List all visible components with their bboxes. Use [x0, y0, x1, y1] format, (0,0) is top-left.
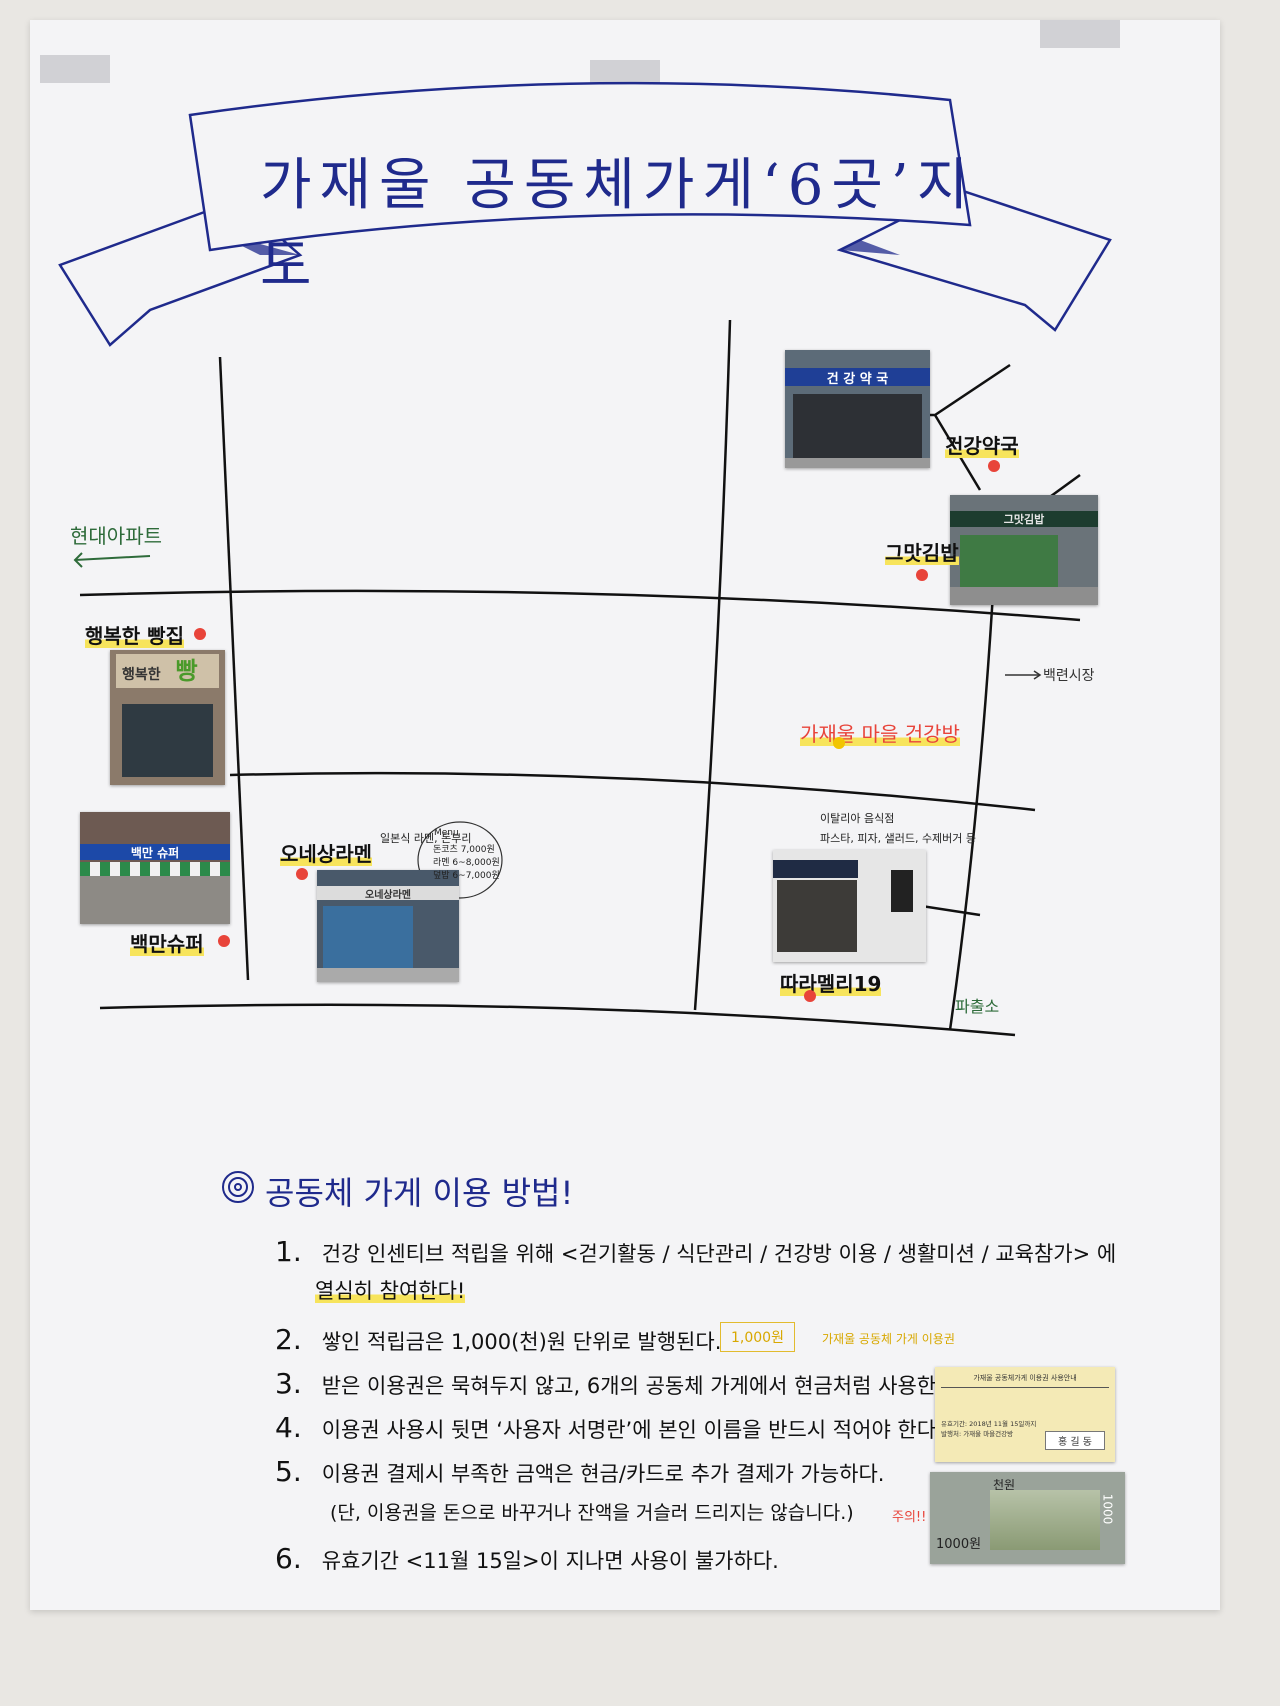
italian-note-2: 파스타, 피자, 샐러드, 수제버거 등: [820, 832, 977, 845]
rule-1: 1. 건강 인센티브 적립을 위해 <걷기활동 / 식단관리 / 건강방 이용 …: [275, 1235, 1116, 1268]
health-room-marker: [833, 737, 845, 749]
ramen-marker: [296, 868, 308, 880]
supermarket-photo: 백만 슈퍼: [80, 812, 230, 924]
coupon-amount-label: 1000원: [936, 1537, 982, 1552]
street-v2: [693, 319, 732, 1011]
coupon-front: 천원 1000원 1000: [930, 1472, 1125, 1564]
rule-1-cont: 열심히 참여한다!: [315, 1279, 466, 1303]
coupon-footer: 유효기간: 2018년 11월 15일까지: [941, 1420, 1037, 1428]
map-drawing: [58, 81, 1112, 1203]
banner-shade-right: [840, 240, 900, 255]
rule-2-aside-box: 1,000원: [720, 1322, 795, 1352]
italian-photo: [773, 850, 926, 962]
bakery-marker: [194, 628, 206, 640]
rule-3-text: 받은 이용권은 묵혀두지 않고, 6개의 공동체 가게에서 현금처럼 사용한다.: [321, 1374, 963, 1398]
pharmacy-label: 건강약국: [945, 434, 1019, 458]
ramen-menu-line3: 덮밥 6~7,000원: [433, 871, 500, 881]
bakery-photo: 행복한 빵: [110, 650, 225, 785]
tape: [40, 55, 110, 83]
gimbap-photo: 그맛김밥: [950, 495, 1098, 605]
street-h2: [229, 771, 1036, 812]
spiral-icon: [222, 1171, 254, 1203]
arrow-right-head: [1033, 670, 1042, 680]
rule-5-mark: 주의!!: [892, 1510, 927, 1525]
supermarket-sign: 백만 슈퍼: [80, 844, 230, 860]
arrow-left-head: [73, 552, 83, 568]
rule-6-text: 유효기간 <11월 15일>이 지나면 사용이 불가하다.: [321, 1549, 779, 1573]
italian-note-1: 이탈리아 음식점: [820, 812, 895, 825]
ramen-note: 일본식 라멘, 돈부리: [380, 832, 472, 845]
banner-body: [188, 81, 972, 252]
page-title: 가재울 공동체가게‘6곳’지도: [260, 153, 977, 299]
health-room-label: 가재울 마을 건강방: [800, 722, 960, 746]
ramen-label: 오네상라멘: [280, 842, 372, 866]
italian-label: 따라멜리19: [780, 972, 882, 996]
rule-5-text: 이용권 결제시 부족한 금액은 현금/카드로 추가 결제가 가능하다.: [321, 1462, 885, 1486]
rule-4-text: 이용권 사용시 뒷면 ‘사용자 서명란’에 본인 이름을 반드시 적어야 한다.: [321, 1418, 943, 1442]
arrow-left-line: [74, 555, 151, 561]
coupon-signature: 홍 길 동: [1045, 1431, 1105, 1450]
pharmacy-marker: [988, 460, 1000, 472]
rule-1-text: 건강 인센티브 적립을 위해 <걷기활동 / 식단관리 / 건강방 이용 / 생…: [321, 1242, 1117, 1266]
tape: [1040, 20, 1120, 48]
rule-3: 3. 받은 이용권은 묵혀두지 않고, 6개의 공동체 가게에서 현금처럼 사용…: [275, 1367, 962, 1400]
direction-right-label: 백련시장: [1043, 668, 1095, 684]
bakery-label: 행복한 빵집: [85, 624, 184, 648]
rule-3-num: 3.: [275, 1367, 302, 1400]
street-v1: [218, 356, 250, 981]
rule-4: 4. 이용권 사용시 뒷면 ‘사용자 서명란’에 본인 이름을 반드시 적어야 …: [275, 1411, 943, 1444]
rule-6: 6. 유효기간 <11월 15일>이 지나면 사용이 불가하다.: [275, 1542, 779, 1575]
street-v3: [948, 559, 997, 1031]
gimbap-marker: [916, 569, 928, 581]
supermarket-marker: [218, 935, 230, 947]
rule-2: 2. 쌓인 적립금은 1,000(천)원 단위로 발행된다.: [275, 1323, 721, 1356]
rule-1-num: 1.: [275, 1235, 302, 1268]
ramen-menu-title: Menu: [434, 828, 459, 838]
rule-2-aside: 가재울 공동체 가게 이용권: [822, 1332, 955, 1346]
coupon-back: 가재울 공동체가게 이용권 사용안내 유효기간: 2018년 11월 15일까지…: [935, 1367, 1115, 1462]
streets: [79, 319, 1081, 1037]
rule-5-num: 5.: [275, 1455, 302, 1488]
direction-left-label: 현대아파트: [70, 524, 162, 548]
rule-4-num: 4.: [275, 1411, 302, 1444]
bakery-sign: 행복한 빵: [116, 654, 219, 688]
coupon-amount: 1000: [1100, 1493, 1115, 1525]
ramen-photo: 오네상라멘: [317, 870, 459, 982]
pharmacy-sign: 건 강 약 국: [785, 368, 930, 387]
pharmacy-photo: 건 강 약 국: [785, 350, 930, 468]
coupon-name: 천원: [993, 1478, 1016, 1492]
menu-bubble: [417, 821, 503, 899]
rule-5-cont: (단, 이용권을 돈으로 바꾸거나 잔액을 거슬러 드리지는 않습니다.): [330, 1502, 854, 1524]
poster: 가재울 공동체가게‘6곳’지도 현대아파트 백련시장 건 강 약 국 건강약국 …: [30, 20, 1220, 1610]
ramen-menu-line2: 라멘 6~8,000원: [433, 858, 500, 868]
gimbap-label: 그맛김밥: [885, 541, 959, 565]
rule-6-num: 6.: [275, 1542, 302, 1575]
rule-5: 5. 이용권 결제시 부족한 금액은 현금/카드로 추가 결제가 가능하다.: [275, 1455, 884, 1488]
howto-title: 공동체 가게 이용 방법!: [265, 1174, 574, 1212]
rule-2-num: 2.: [275, 1323, 302, 1356]
rule-2-text: 쌓인 적립금은 1,000(천)원 단위로 발행된다.: [321, 1330, 722, 1354]
supermarket-label: 백만슈퍼: [130, 932, 204, 956]
gimbap-sign: 그맛김밥: [950, 511, 1098, 527]
street-h1: [79, 589, 1081, 622]
italian-marker: [804, 990, 816, 1002]
ramen-sign: 오네상라멘: [317, 886, 459, 901]
coupon-header: 가재울 공동체가게 이용권 사용안내: [973, 1374, 1077, 1382]
coupon-issuer: 발행처: 가재울 마을건강방: [941, 1430, 1014, 1438]
police-box-label: 파출소: [955, 997, 1000, 1016]
street-h3: [99, 1003, 1016, 1037]
coupon-picture: [990, 1490, 1100, 1550]
ramen-menu-line1: 돈코츠 7,000원: [433, 845, 495, 855]
